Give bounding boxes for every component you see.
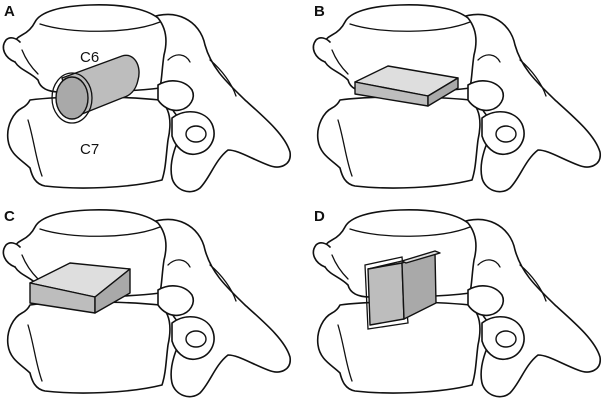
panel-b: B xyxy=(312,3,602,193)
panel-letter: A xyxy=(4,3,15,20)
vertebral-segment xyxy=(2,4,292,193)
vertebra-label-c7: C7 xyxy=(80,141,99,158)
vertebral-segment xyxy=(312,4,602,193)
panel-d: D xyxy=(312,208,602,398)
panel-c: C xyxy=(2,208,292,398)
panel-letter: B xyxy=(314,3,325,20)
panel-letter: D xyxy=(314,208,325,225)
panel-a: A C6 C7 xyxy=(2,3,292,193)
panel-letter: C xyxy=(4,208,15,225)
vertebral-segment xyxy=(312,209,602,398)
vertebra-label-c6: C6 xyxy=(80,49,99,66)
